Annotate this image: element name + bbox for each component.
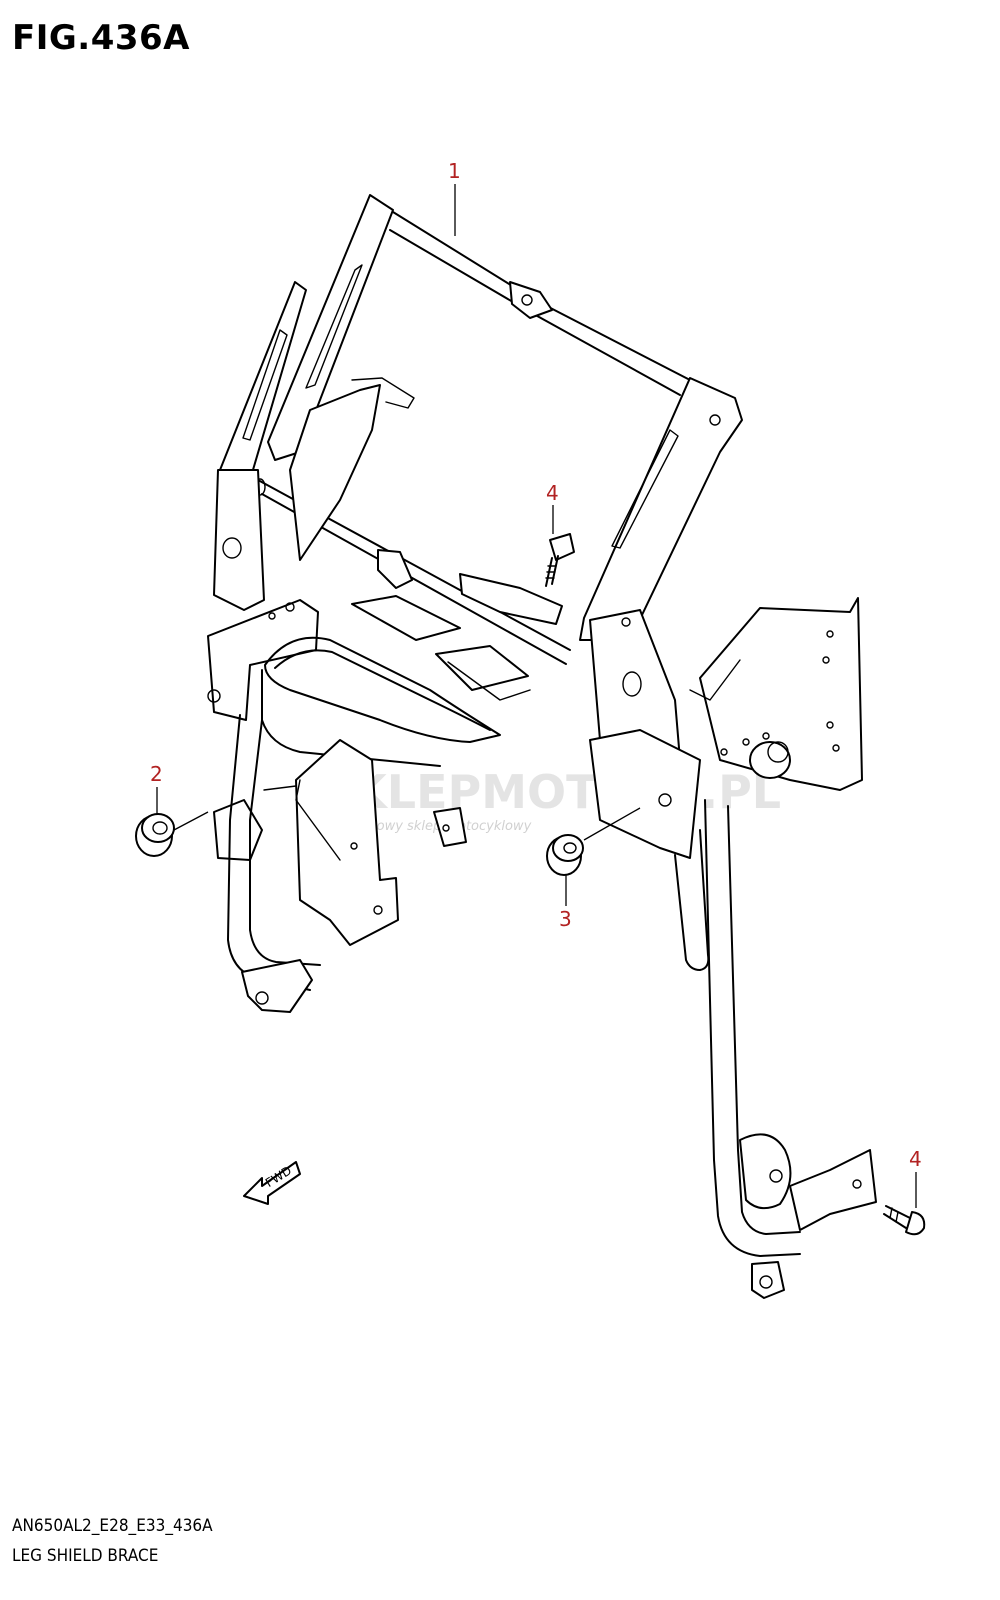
callout-1[interactable]: 1 [448,159,461,183]
figure-name: LEG SHIELD BRACE [12,1546,159,1566]
figure-title: FIG.436A [12,18,190,58]
watermark-text: SKLEPMOTO43.PL [318,765,781,819]
bolt-part-4-upper [545,533,575,587]
grommet-part-2 [135,811,209,857]
leg-shield-brace [207,194,877,1299]
callout-3[interactable]: 3 [559,907,572,931]
bolt-part-4-lower [883,1205,926,1236]
callout-2[interactable]: 2 [150,762,163,786]
callout-4-upper[interactable]: 4 [546,481,559,505]
callout-4-lower[interactable]: 4 [909,1147,922,1171]
grommet-part-3 [546,807,641,876]
figure-code: AN650AL2_E28_E33_436A [12,1516,213,1536]
fwd-arrow-icon: FWD [243,1161,301,1205]
watermark: SKLEPMOTO43.PL internetowy sklep motocyk… [318,765,781,834]
